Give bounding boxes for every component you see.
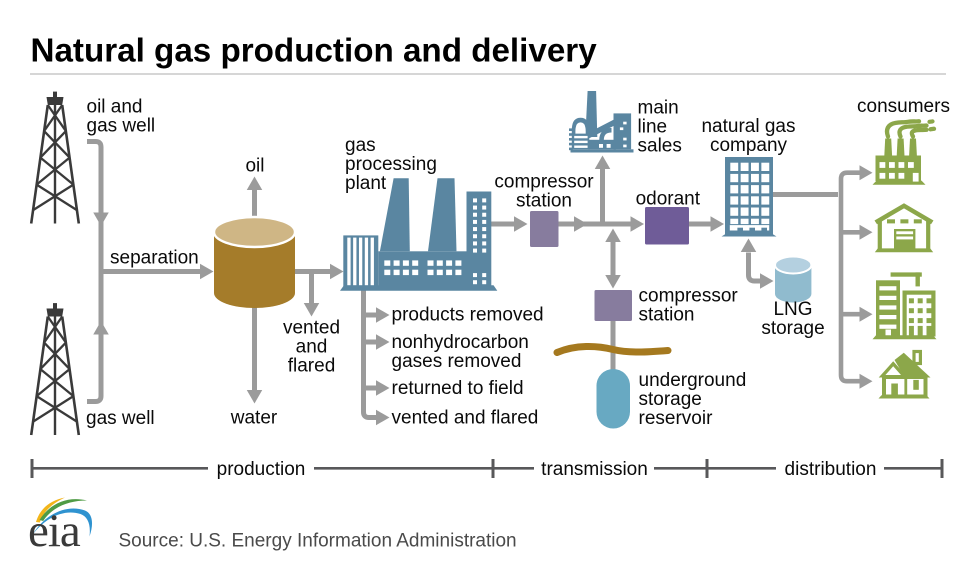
svg-text:processing: processing — [345, 154, 437, 175]
svg-text:vented: vented — [283, 318, 340, 339]
svg-text:gases removed: gases removed — [392, 351, 522, 372]
svg-text:Source: U.S. Energy Informatio: Source: U.S. Energy Information Administ… — [119, 530, 517, 551]
svg-text:vented and flared: vented and flared — [392, 408, 539, 429]
svg-text:oil and: oil and — [87, 97, 143, 118]
svg-text:main: main — [638, 98, 679, 119]
svg-text:underground: underground — [639, 370, 747, 391]
svg-text:nonhydrocarbon: nonhydrocarbon — [392, 332, 529, 353]
svg-text:consumers: consumers — [857, 96, 950, 117]
svg-text:oil: oil — [245, 156, 264, 177]
svg-text:water: water — [230, 408, 278, 429]
svg-text:returned to field: returned to field — [392, 378, 524, 399]
svg-text:eia: eia — [28, 505, 81, 557]
svg-text:compressor: compressor — [639, 286, 739, 307]
svg-text:storage: storage — [761, 318, 824, 339]
svg-text:LNG: LNG — [773, 299, 812, 320]
svg-text:station: station — [639, 305, 695, 326]
svg-text:station: station — [516, 191, 572, 212]
svg-text:plant: plant — [345, 173, 387, 194]
svg-text:storage: storage — [639, 389, 702, 410]
svg-text:gas well: gas well — [86, 408, 155, 429]
svg-text:gas: gas — [345, 135, 376, 156]
svg-text:odorant: odorant — [636, 189, 701, 210]
svg-text:company: company — [710, 135, 788, 156]
svg-text:compressor: compressor — [494, 172, 594, 193]
svg-text:Natural gas production and del: Natural gas production and delivery — [31, 33, 598, 70]
svg-text:reservoir: reservoir — [639, 408, 714, 429]
svg-text:products removed: products removed — [392, 305, 544, 326]
svg-text:gas well: gas well — [87, 116, 156, 137]
svg-text:sales: sales — [638, 136, 682, 157]
svg-text:distribution: distribution — [785, 459, 877, 480]
svg-text:and: and — [296, 337, 328, 358]
svg-text:transmission: transmission — [541, 459, 648, 480]
svg-text:line: line — [638, 117, 668, 138]
svg-text:flared: flared — [288, 356, 336, 377]
svg-text:natural gas: natural gas — [701, 116, 795, 137]
svg-text:production: production — [217, 459, 306, 480]
svg-text:separation: separation — [110, 248, 199, 269]
